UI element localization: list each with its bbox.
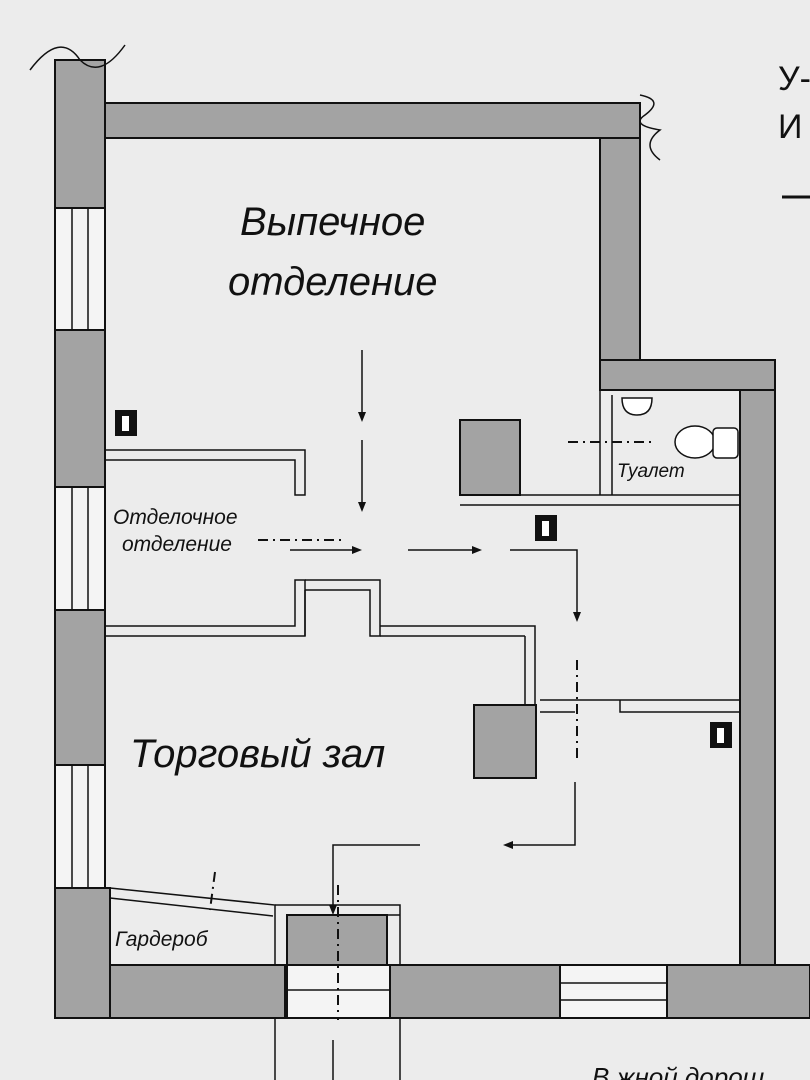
- wall: [54, 887, 111, 1019]
- room-label-baking-line1: Выпечное: [240, 200, 426, 244]
- room-label-finishing-line1: Отделочное: [113, 506, 238, 529]
- toilet-icon: [674, 425, 739, 459]
- wall: [739, 389, 776, 966]
- bottom-caption: В жной дорош: [592, 1062, 765, 1080]
- sink-icon: [621, 397, 653, 416]
- wall: [599, 359, 776, 391]
- wall: [599, 137, 641, 361]
- room-label-cloakroom: Гардероб: [115, 928, 208, 951]
- side-text-line1: У-: [778, 60, 810, 98]
- wall: [109, 964, 286, 1019]
- evacuation-arrow-icon: [290, 350, 578, 1080]
- fire-extinguisher-icon: [115, 410, 732, 748]
- entrance-steps: [559, 964, 668, 1019]
- wall: [666, 964, 810, 1019]
- window: [54, 207, 106, 331]
- column: [473, 704, 537, 779]
- wall: [54, 59, 106, 209]
- wall: [104, 102, 641, 139]
- wall: [389, 964, 561, 1019]
- wall: [54, 329, 106, 488]
- column: [459, 419, 521, 496]
- window: [54, 486, 106, 611]
- room-label-finishing-line2: отделение: [122, 533, 232, 556]
- window: [54, 764, 106, 889]
- room-label-sales-hall: Торговый зал: [130, 732, 386, 776]
- room-label-toilet: Туалет: [617, 461, 685, 482]
- room-label-baking-line2: отделение: [228, 260, 438, 304]
- wall: [54, 609, 106, 766]
- side-text-line2: И: [778, 108, 803, 146]
